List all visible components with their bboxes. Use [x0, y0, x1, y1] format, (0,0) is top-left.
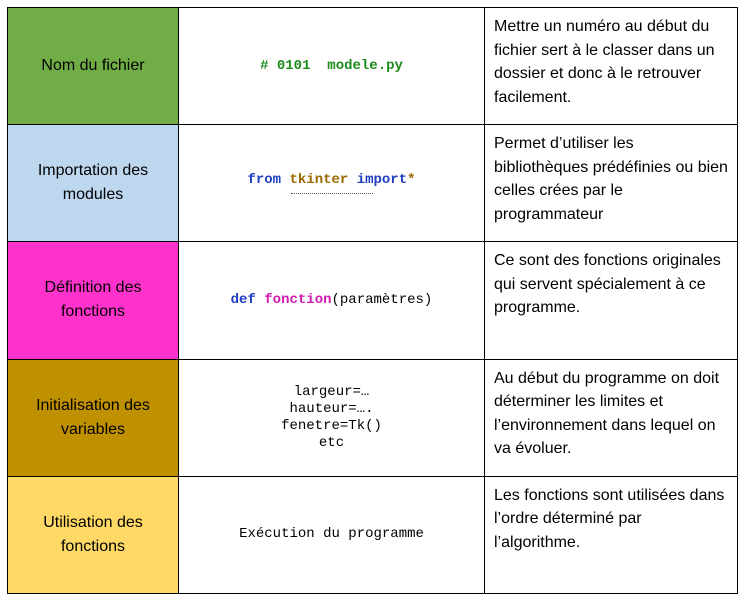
code-function-name: fonction	[264, 291, 332, 308]
row-label: Importation des modules	[37, 162, 149, 204]
description-cell: Permet d’utiliser les bibliothèques préd…	[484, 124, 738, 243]
row-description: Ce sont des fonctions originales qui ser…	[494, 252, 721, 317]
table-row: Initialisation des variables largeur=… h…	[7, 358, 738, 477]
description-cell: Mettre un numéro au début du fichier ser…	[484, 6, 738, 126]
code-keyword-import: import	[356, 172, 408, 189]
code-comment: # 0101	[260, 57, 311, 74]
row-description: Au début du programme on doit déterminer…	[494, 369, 720, 458]
table-row: Nom du fichier # 0101 modele.py Mettre u…	[7, 6, 738, 126]
code-line: etc	[318, 434, 345, 451]
code-keyword-def: def	[230, 291, 256, 308]
code-keyword-from: from	[247, 172, 282, 189]
code-text: Exécution du programme	[239, 526, 424, 543]
code-cell: from tkinter import*	[178, 124, 485, 243]
row-label: Nom du fichier	[41, 57, 145, 75]
row-description: Mettre un numéro au début du fichier ser…	[494, 18, 715, 106]
label-cell: Nom du fichier	[7, 6, 179, 126]
description-cell: Au début du programme on doit déterminer…	[484, 358, 738, 477]
code-params: (paramètres)	[331, 291, 433, 308]
code-line: fenetre=Tk()	[281, 417, 382, 434]
row-description: Permet d’utiliser les bibliothèques préd…	[494, 135, 728, 223]
code-star: *	[407, 172, 416, 189]
code-line: largeur=…	[293, 383, 370, 400]
row-label: Utilisation des fonctions	[43, 513, 143, 555]
code-cell: def fonction(paramètres)	[178, 241, 485, 360]
label-cell: Importation des modules	[7, 124, 179, 243]
label-cell: Initialisation des variables	[7, 358, 179, 477]
label-cell: Définition des fonctions	[7, 241, 179, 360]
program-structure-table: Nom du fichier # 0101 modele.py Mettre u…	[7, 6, 738, 595]
code-filename: modele.py	[327, 57, 403, 74]
code-cell: Exécution du programme	[178, 475, 485, 595]
table-row: Définition des fonctions def fonction(pa…	[7, 241, 738, 360]
code-line: hauteur=….	[289, 400, 374, 417]
row-label: Définition des fonctions	[44, 279, 142, 321]
table-row: Importation des modules from tkinter imp…	[7, 124, 738, 243]
code-cell: largeur=… hauteur=…. fenetre=Tk() etc	[178, 358, 485, 477]
description-cell: Les fonctions sont utilisées dans l’ordr…	[484, 475, 738, 595]
table-row: Utilisation des fonctions Exécution du p…	[7, 475, 738, 595]
dotted-underline	[290, 191, 373, 195]
row-label: Initialisation des variables	[36, 396, 150, 438]
row-description: Les fonctions sont utilisées dans l’ordr…	[494, 486, 725, 551]
code-cell: # 0101 modele.py	[178, 6, 485, 126]
description-cell: Ce sont des fonctions originales qui ser…	[484, 241, 738, 360]
code-module: tkinter	[289, 172, 349, 189]
label-cell: Utilisation des fonctions	[7, 475, 179, 595]
